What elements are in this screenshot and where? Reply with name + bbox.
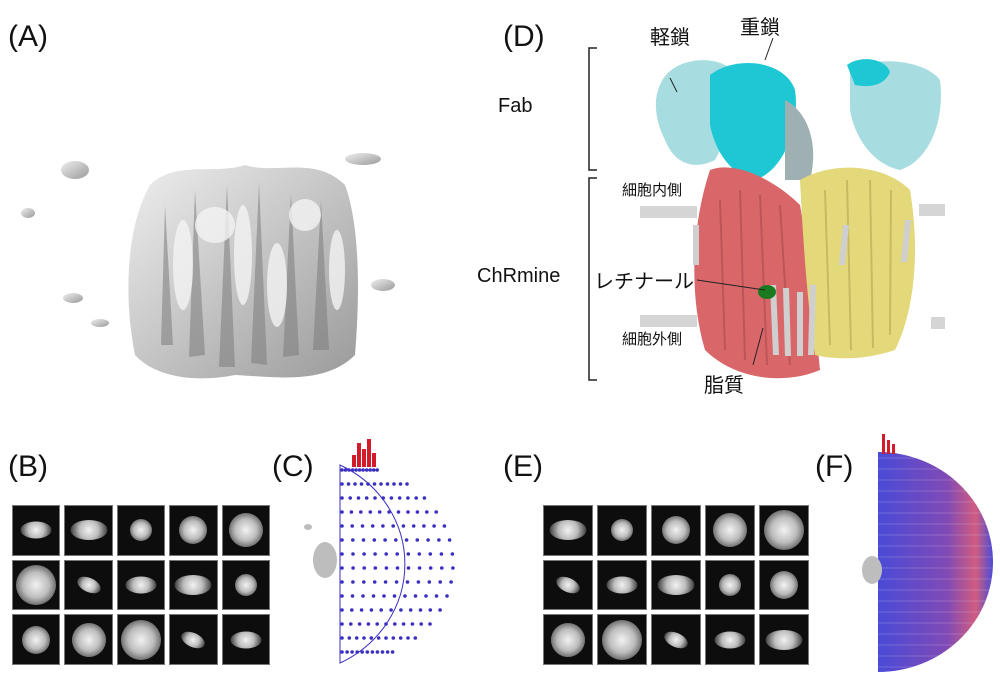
- class-average-tile: [221, 614, 270, 665]
- chrmine-structure-d: [588, 37, 945, 381]
- class-average-tile: [759, 505, 809, 556]
- class-average-tile: [12, 505, 61, 556]
- label-retinal: レチナール: [594, 271, 694, 293]
- angular-distribution-f: [862, 434, 993, 672]
- class-average-tile: [705, 614, 755, 665]
- class-average-tile: [12, 614, 61, 665]
- class-average-tile: [169, 559, 218, 611]
- class-average-tile: [221, 559, 270, 611]
- class-average-tile: [64, 614, 113, 665]
- class-average-tile: [651, 505, 701, 556]
- class-average-tile: [116, 505, 166, 556]
- class-average-tile: [705, 559, 755, 611]
- class-average-tile: [116, 559, 166, 611]
- class-average-tile: [543, 614, 593, 665]
- class-average-tile: [543, 559, 593, 611]
- density-map-a: [21, 153, 395, 379]
- class-average-tile: [221, 505, 270, 556]
- class-average-tile: [759, 559, 809, 611]
- label-chrmine: ChRmine: [477, 265, 561, 287]
- panel-label-a: (A): [8, 20, 48, 53]
- panel-label-b: (B): [8, 450, 48, 483]
- class-average-tile: [169, 614, 218, 665]
- class-averages-grid-e: [543, 505, 809, 665]
- class-average-tile: [64, 505, 113, 556]
- label-extracellular: 細胞外側: [622, 331, 683, 348]
- class-average-tile: [12, 559, 61, 611]
- class-average-tile: [651, 559, 701, 611]
- class-averages-grid-b: [12, 505, 270, 665]
- class-average-tile: [597, 505, 647, 556]
- panel-label-e: (E): [503, 450, 543, 483]
- class-average-tile: [169, 505, 218, 556]
- label-intracellular: 細胞内側: [622, 182, 683, 199]
- class-average-tile: [651, 614, 701, 665]
- class-average-tile: [705, 505, 755, 556]
- panel-label-d: (D): [503, 20, 545, 53]
- class-average-tile: [64, 559, 113, 611]
- class-average-tile: [759, 614, 809, 665]
- class-average-tile: [116, 614, 166, 665]
- label-light-chain: 軽鎖: [650, 27, 690, 49]
- angular-distribution-c: [304, 439, 455, 664]
- label-heavy-chain: 重鎖: [740, 17, 780, 39]
- panel-label-c: (C): [272, 450, 314, 483]
- panel-label-f: (F): [815, 450, 854, 483]
- label-lipid: 脂質: [704, 375, 744, 397]
- class-average-tile: [597, 614, 647, 665]
- class-average-tile: [597, 559, 647, 611]
- class-average-tile: [543, 505, 593, 556]
- label-fab: Fab: [498, 95, 533, 117]
